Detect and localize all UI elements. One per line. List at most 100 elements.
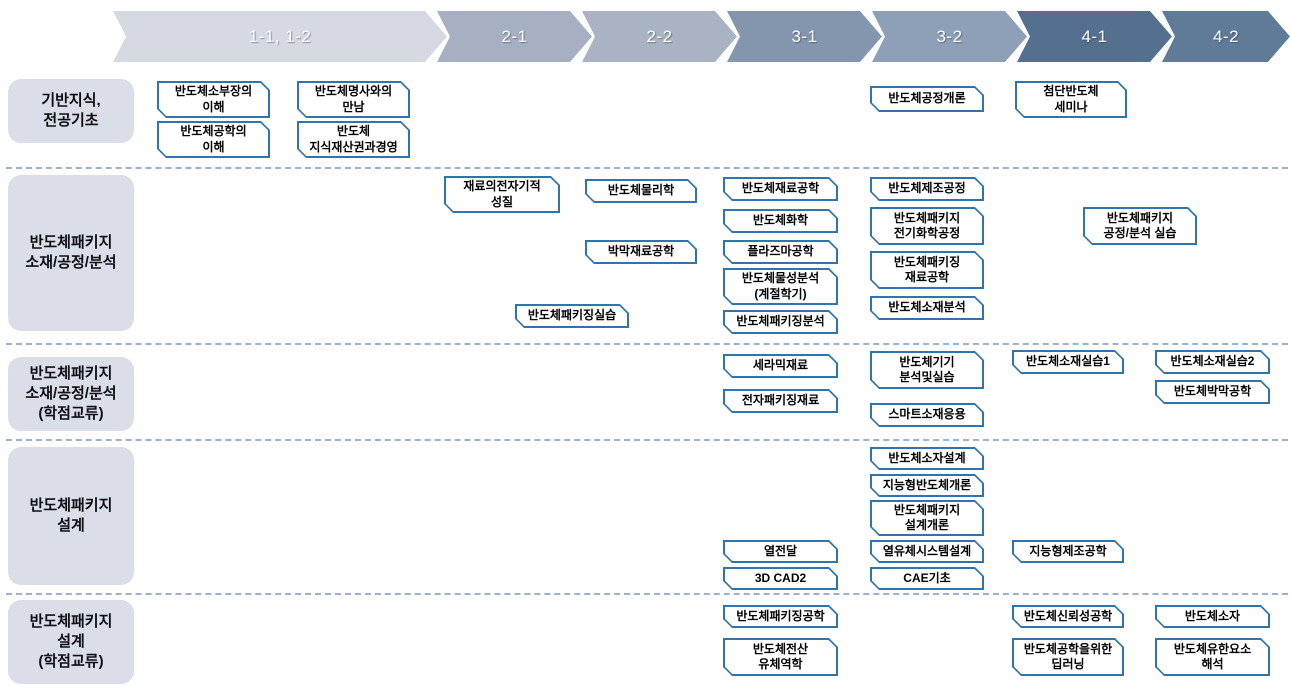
course-box-face: 반도체기기 분석및실습 — [872, 353, 983, 388]
course-box-face: 스마트소재응용 — [872, 405, 983, 426]
course-label: 반도체재료공학 — [741, 181, 820, 196]
course-box-face: 반도체명사와의 만남 — [299, 83, 409, 117]
course-box-face: 반도체소자 — [1157, 607, 1269, 627]
course-label: 박막재료공학 — [607, 244, 675, 259]
course-box-face: 전자패키징재료 — [725, 391, 837, 412]
course-box: CAE기초 — [870, 567, 984, 590]
course-label: 반도체유한요소 해석 — [1173, 641, 1252, 671]
course-box: 재료의전자기적 성질 — [444, 176, 560, 213]
course-box: 반도체물성분석 (계절학기) — [723, 268, 838, 305]
course-box: 지능형제조공학 — [1012, 540, 1124, 563]
course-box-face: 반도체패키지 설계개론 — [872, 502, 983, 535]
course-label: 반도체소재실습2 — [1170, 354, 1255, 369]
course-box: 반도체화학 — [723, 209, 838, 233]
course-box: 반도체패키지 전기화학공정 — [870, 207, 984, 245]
course-box-face: 반도체공학을위한 딥러닝 — [1014, 640, 1123, 675]
course-label: 반도체패키징분석 — [736, 314, 825, 329]
row-label-package-materials-process-analysis-exchange: 반도체패키지 소재/공정/분석 (학점교류) — [8, 357, 134, 431]
course-label: 반도체소재실습1 — [1026, 354, 1110, 369]
row-label-text: 반도체패키지 소재/공정/분석 — [25, 233, 117, 271]
semester-chevron-3-1: 3-1 — [727, 11, 882, 62]
course-box-face: 첨단반도체 세미나 — [1017, 83, 1126, 117]
course-label: 반도체신뢰성공학 — [1023, 608, 1113, 623]
course-label: 반도체박막공학 — [1173, 384, 1252, 399]
row-label-package-design: 반도체패키지 설계 — [8, 447, 134, 585]
course-box: 반도체전산 유체역학 — [723, 638, 838, 676]
course-label: 전자패키징재료 — [741, 393, 820, 408]
course-box-face: 반도체소재분석 — [872, 298, 983, 319]
course-box: 반도체패키지 설계개론 — [870, 500, 984, 536]
course-box-face: 세라믹재료 — [725, 356, 837, 377]
course-box: 박막재료공학 — [585, 240, 697, 264]
course-box: 지능형반도체개론 — [870, 474, 984, 497]
course-box: 열유체시스템설계 — [870, 540, 984, 563]
row-label-text: 기반지식, 전공기초 — [41, 91, 101, 129]
course-label: 반도체소자설계 — [888, 450, 966, 465]
course-box-face: 박막재료공학 — [587, 242, 696, 263]
course-label: 세라믹재료 — [752, 358, 809, 373]
semester-label: 3-2 — [936, 26, 963, 46]
row-separator — [6, 593, 1288, 595]
course-label: 열전달 — [763, 543, 798, 558]
semester-chevron-4-2: 4-2 — [1162, 11, 1290, 62]
course-label: 반도체물성분석 (계절학기) — [741, 271, 820, 301]
row-label-text: 반도체패키지 설계 — [29, 496, 113, 534]
course-label: 반도체패키지 전기화학공정 — [893, 210, 961, 240]
course-box-face: 반도체 지식재산권과경영 — [299, 123, 409, 157]
course-box-face: 반도체소부장의 이해 — [159, 83, 269, 117]
course-box: 반도체소자 — [1155, 605, 1270, 628]
course-box-face: 지능형반도체개론 — [872, 476, 983, 496]
course-label: 반도체물리학 — [607, 183, 675, 198]
course-box-face: CAE기초 — [872, 569, 983, 589]
course-label: 반도체패키지 설계개론 — [893, 502, 961, 532]
course-box: 반도체재료공학 — [723, 177, 838, 201]
course-box: 플라즈마공학 — [723, 240, 838, 264]
row-label-package-materials-process-analysis: 반도체패키지 소재/공정/분석 — [8, 175, 134, 331]
course-box: 반도체소재실습1 — [1012, 350, 1124, 374]
course-box: 반도체박막공학 — [1155, 380, 1270, 404]
course-box-face: 반도체전산 유체역학 — [725, 640, 837, 675]
course-label: 지능형제조공학 — [1029, 543, 1107, 558]
course-box-face: 반도체물성분석 (계절학기) — [725, 270, 837, 304]
course-label: 반도체명사와의 만남 — [314, 84, 393, 114]
course-box-face: 반도체패키지 전기화학공정 — [872, 209, 983, 244]
course-box-face: 반도체패키지 공정/분석 실습 — [1085, 209, 1196, 244]
course-box-face: 반도체물리학 — [587, 181, 696, 202]
row-label-text: 반도체패키지 소재/공정/분석 (학점교류) — [25, 364, 117, 423]
course-label: 3D CAD2 — [754, 570, 807, 585]
course-label: 지능형반도체개론 — [882, 477, 972, 492]
course-label: 반도체패키징공학 — [736, 608, 825, 623]
semester-chevron-2-2: 2-2 — [582, 11, 737, 62]
course-box: 반도체유한요소 해석 — [1155, 638, 1270, 676]
course-box: 반도체소자설계 — [870, 447, 984, 470]
course-box-face: 반도체유한요소 해석 — [1157, 640, 1269, 675]
course-label: 반도체패키징실습 — [527, 308, 617, 323]
course-box-face: 반도체패키징 재료공학 — [872, 253, 983, 288]
course-box: 반도체패키징공학 — [723, 605, 838, 628]
course-label: 반도체공정개론 — [888, 91, 966, 106]
course-box-face: 반도체신뢰성공학 — [1014, 607, 1123, 627]
course-box: 반도체제조공정 — [870, 177, 984, 201]
course-box: 반도체패키지 공정/분석 실습 — [1083, 207, 1197, 245]
course-label: 반도체패키징 재료공학 — [893, 254, 961, 284]
course-box: 반도체물리학 — [585, 179, 697, 203]
course-box-face: 열유체시스템설계 — [872, 542, 983, 562]
course-box: 전자패키징재료 — [723, 389, 838, 413]
semester-chevron-3-2: 3-2 — [872, 11, 1027, 62]
course-box: 반도체소재실습2 — [1155, 350, 1270, 374]
course-box: 반도체신뢰성공학 — [1012, 605, 1124, 628]
course-box-face: 재료의전자기적 성질 — [446, 178, 559, 212]
semester-label: 1-1, 1-2 — [248, 26, 312, 46]
course-label: 반도체소재분석 — [888, 300, 966, 315]
course-box-face: 반도체화학 — [725, 211, 837, 232]
course-label: 반도체 지식재산권과경영 — [309, 124, 398, 154]
course-box-face: 반도체공정개론 — [872, 88, 983, 111]
semester-label: 2-1 — [501, 26, 528, 46]
course-label: 열유체시스템설계 — [882, 543, 972, 558]
semester-chevron-4-1: 4-1 — [1017, 11, 1172, 62]
semester-label: 4-1 — [1081, 26, 1108, 46]
semester-chevron-1-1-1-2: 1-1, 1-2 — [113, 11, 447, 62]
course-box: 반도체 지식재산권과경영 — [297, 121, 410, 158]
course-box-face: 반도체패키징실습 — [517, 306, 628, 327]
